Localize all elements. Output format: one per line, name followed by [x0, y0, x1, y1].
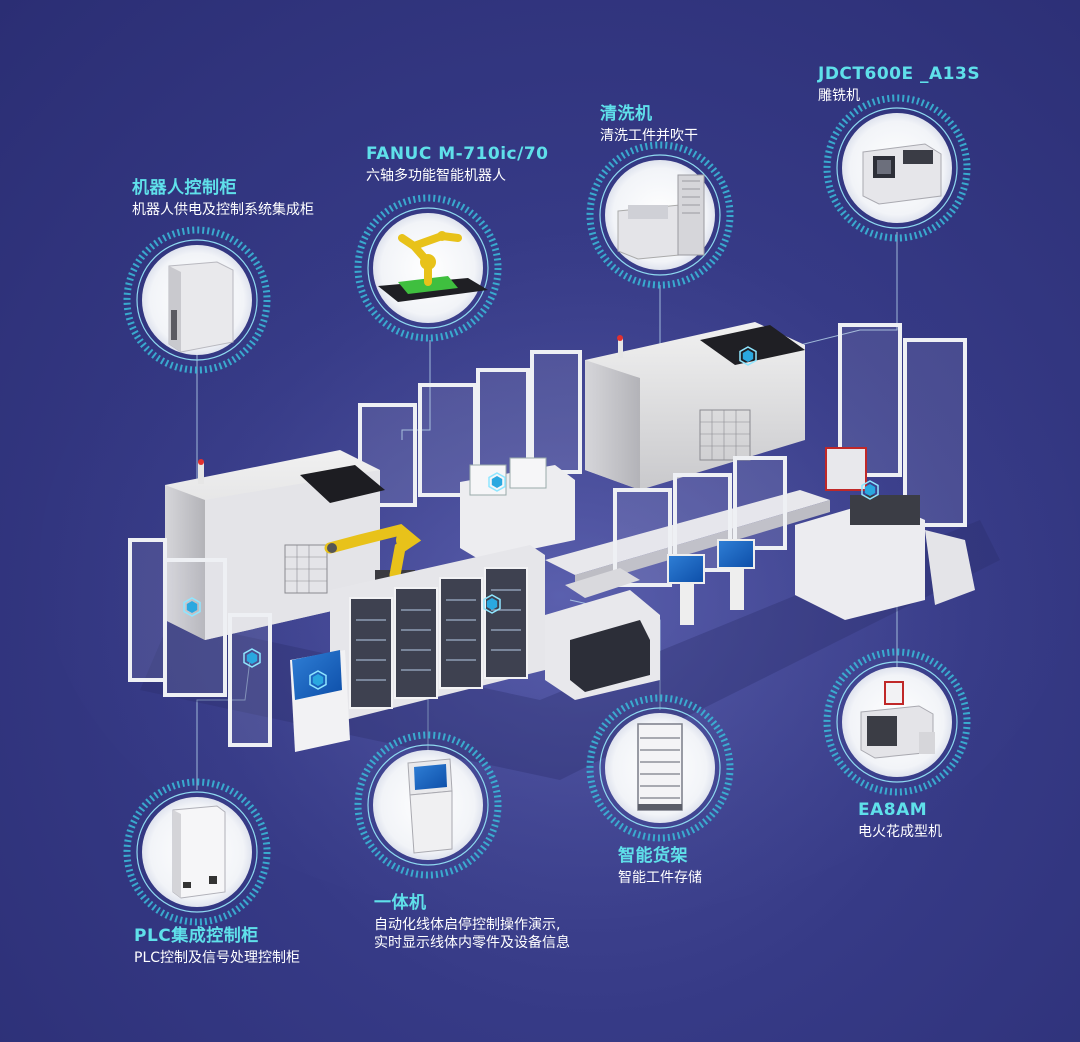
plc-cabinet-icon: [123, 778, 271, 926]
kiosk-small: [667, 539, 755, 625]
kiosk-main: [290, 650, 350, 752]
label-ea8am: EA8AM 电火花成型机: [858, 800, 942, 842]
label-all-in-one-desc: 自动化线体启停控制操作演示,: [374, 917, 561, 934]
edm-machine-icon: [823, 648, 971, 796]
label-fanuc-desc: 六轴多功能智能机器人: [366, 168, 506, 185]
label-all-in-one-title: 一体机: [374, 893, 427, 913]
control-cabinet-icon: [123, 226, 271, 374]
label-fanuc: FANUC M-710ic/70 六轴多功能智能机器人: [366, 144, 548, 186]
smart-shelves: [330, 545, 545, 720]
label-plc-desc: PLC控制及信号处理控制柜: [134, 950, 301, 967]
label-all-in-one-desc2: 实时显示线体内零件及设备信息: [374, 934, 570, 951]
label-plc-title: PLC集成控制柜: [134, 926, 259, 946]
label-jdct: JDCT600E _A13S 雕铣机: [818, 64, 980, 106]
label-washer-title: 清洗机: [600, 104, 653, 124]
inspection-table: [545, 568, 660, 700]
label-fanuc-title: FANUC M-710ic/70: [366, 144, 549, 164]
edm-area: [795, 447, 975, 620]
label-smart-shelf: 智能货架 智能工件存储: [618, 846, 702, 888]
label-ea8am-desc: 电火花成型机: [858, 824, 942, 841]
label-robot-cabinet-title: 机器人控制柜: [132, 178, 237, 198]
label-all-in-one: 一体机 自动化线体启停控制操作演示, 实时显示线体内零件及设备信息: [374, 893, 570, 952]
industrial-robot-icon: [354, 194, 502, 342]
label-washer: 清洗机 清洗工件并吹干: [600, 104, 698, 146]
label-plc: PLC集成控制柜 PLC控制及信号处理控制柜: [134, 926, 300, 968]
production-line: [128, 322, 1000, 780]
label-robot-cabinet: 机器人控制柜 机器人供电及控制系统集成柜: [132, 178, 314, 220]
label-jdct-desc: 雕铣机: [818, 88, 860, 105]
label-smart-shelf-title: 智能货架: [618, 846, 688, 866]
label-jdct-title: JDCT600E _A13S: [818, 64, 981, 84]
washing-machine-icon: [586, 141, 734, 289]
label-washer-desc: 清洗工件并吹干: [600, 128, 698, 145]
milling-machine-icon: [823, 94, 971, 242]
label-robot-cabinet-desc: 机器人供电及控制系统集成柜: [132, 202, 314, 219]
label-ea8am-title: EA8AM: [858, 800, 928, 820]
storage-shelf-icon: [586, 694, 734, 842]
label-smart-shelf-desc: 智能工件存储: [618, 870, 702, 887]
kiosk-terminal-icon: [354, 731, 502, 879]
